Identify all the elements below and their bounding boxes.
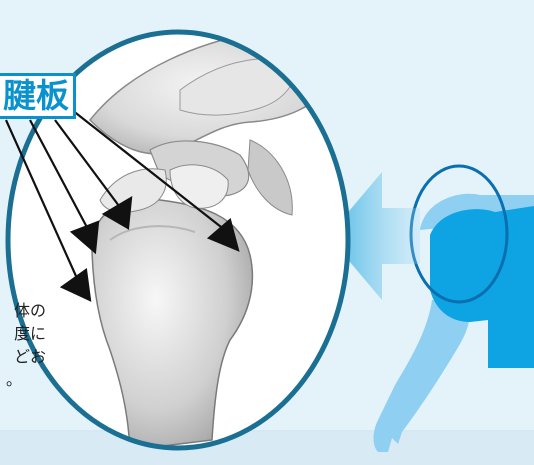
side-text-fragment: 。 xyxy=(5,370,22,389)
pointer-arrows xyxy=(4,109,240,302)
bottom-band xyxy=(0,432,534,465)
shoulder-bone-illustration xyxy=(88,32,341,448)
person-figure xyxy=(373,164,534,452)
arm xyxy=(373,300,471,452)
shirt xyxy=(430,206,534,368)
side-text-fragment: 度に xyxy=(13,324,46,343)
zoom-circle-border xyxy=(5,29,351,451)
side-text-fragment: 体の xyxy=(13,301,46,320)
side-text-fragment: どお xyxy=(13,347,46,366)
direction-arrow xyxy=(328,172,420,300)
rotator-cuff-label: 腱板 xyxy=(0,73,76,119)
